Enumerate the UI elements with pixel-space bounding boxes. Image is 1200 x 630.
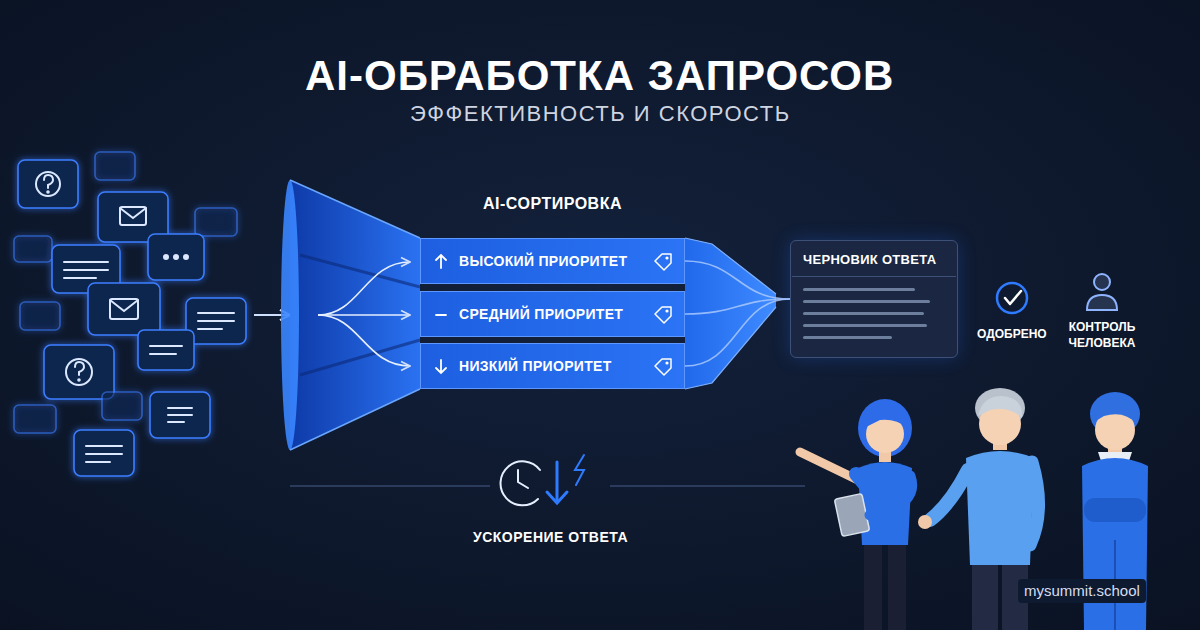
message-bubbles [14,152,246,476]
label: КОНТРОЛЬ ЧЕЛОВЕКА [1054,320,1150,351]
tag-icon [652,305,674,325]
label: ЭФФЕКТИВНОСТЬ И СКОРОСТЬ [410,100,791,129]
priority-band: ВЫСОКИЙ ПРИОРИТЕТ [420,238,685,284]
tag-icon [652,357,674,377]
flow-connector [685,261,790,299]
section-heading: AI-СОРТИРОВКА [420,195,685,213]
priority-arrow [433,305,449,325]
priority-label: ВЫСОКИЙ ПРИОРИТЕТ [459,239,627,285]
text-placeholder-bar [803,300,930,303]
human-icon [1087,274,1117,310]
box-heading: ЧЕРНОВИК ОТВЕТА [791,241,957,272]
priority-band: СРЕДНИЙ ПРИОРИТЕТ [420,291,685,337]
bubble-icons [36,172,234,462]
text-placeholder-bar [803,324,927,327]
priority-label: СРЕДНИЙ ПРИОРИТЕТ [459,292,623,338]
watermark: mysummit.school [1018,579,1146,603]
tag-icon [652,252,674,272]
text-placeholder-bar [803,312,924,315]
approved-icon [997,283,1027,313]
draft-box: ЧЕРНОВИК ОТВЕТА [790,240,958,358]
text-placeholder-bar [803,336,892,339]
title: AI-ОБРАБОТКА ЗАПРОСОВ [305,52,894,100]
flow-connector [685,299,790,366]
separator-line [792,276,956,277]
funnel-nozzle [685,238,776,389]
priority-arrow [433,252,449,272]
nozzle-edge [685,238,776,389]
label: УСКОРЕНИЕ ОТВЕТА [473,528,628,546]
funnel-cone [281,180,420,450]
priority-arrow [433,357,449,377]
clock-icon [501,455,584,505]
flow-connector [685,299,790,314]
people-illustration [800,388,1148,630]
priority-band: НИЗКИЙ ПРИОРИТЕТ [420,343,685,389]
label: ОДОБРЕНО [977,327,1047,343]
priority-label: НИЗКИЙ ПРИОРИТЕТ [459,344,612,390]
split-arrows [318,262,410,366]
sorting-funnel: AI-СОРТИРОВКА ВЫСОКИЙ ПРИОРИТЕТ СРЕДНИЙ ПР… [420,195,685,390]
text-placeholder-bar [803,288,915,291]
speed-lines [290,485,805,487]
